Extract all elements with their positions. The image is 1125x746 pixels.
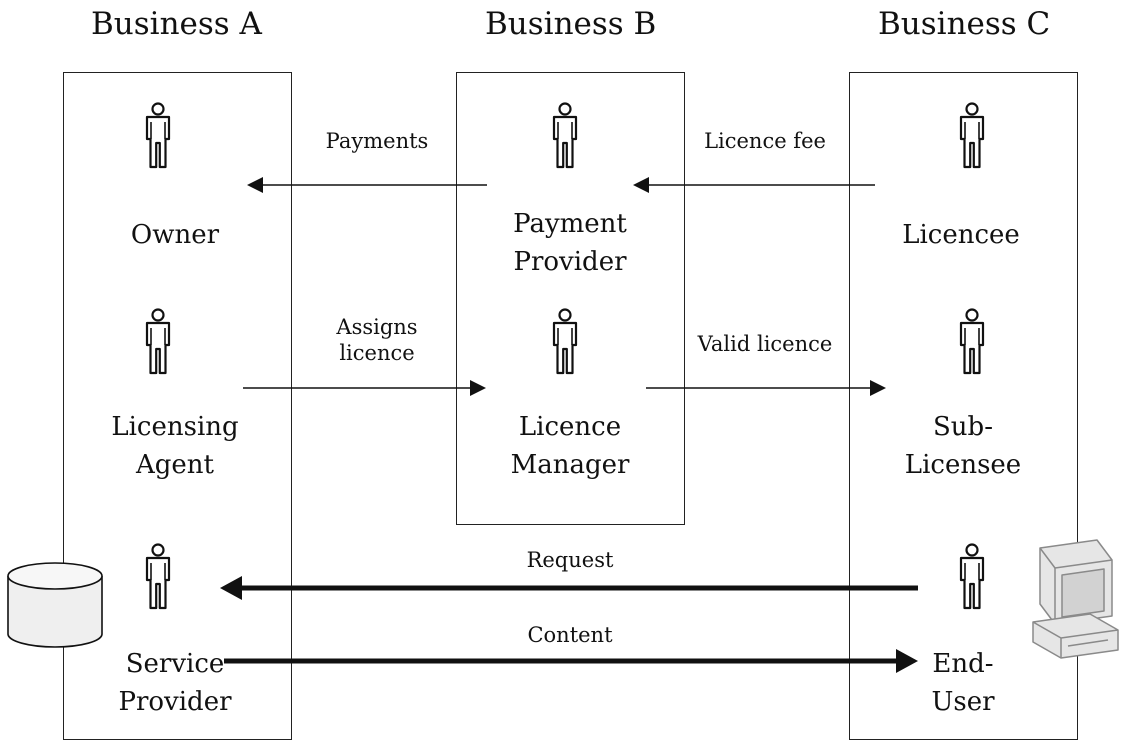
owner-person-icon xyxy=(145,102,171,169)
valid-licence-arrow xyxy=(646,380,886,396)
content-arrow xyxy=(224,649,918,673)
licence-manager-label: Licence Manager xyxy=(495,408,645,484)
sub-licensee-label: Sub- Licensee xyxy=(888,408,1038,484)
owner-label: Owner xyxy=(130,220,220,250)
licence-fee-label: Licence fee xyxy=(704,129,826,153)
payment-provider-person-icon xyxy=(552,102,578,169)
licencee-person-icon xyxy=(959,102,985,169)
service-provider-person-icon xyxy=(145,543,171,610)
payment-provider-line1: Payment xyxy=(513,209,627,239)
end-user-label: End- User xyxy=(903,645,1023,721)
licence-manager-line2: Manager xyxy=(510,450,630,480)
service-provider-label: Service Provider xyxy=(100,645,250,721)
end-user-line1: End- xyxy=(932,649,994,679)
licence-manager-line1: Licence xyxy=(518,412,622,442)
sub-licensee-line1: Sub- xyxy=(933,412,993,442)
request-arrow xyxy=(220,576,918,600)
licence-manager-person-icon xyxy=(552,308,578,375)
business-c-title: Business C xyxy=(878,6,1051,42)
business-a-title: Business A xyxy=(91,6,262,42)
sub-licensee-line2: Licensee xyxy=(904,450,1022,480)
assigns-licence-label: Assigns licence xyxy=(312,314,442,366)
licence-fee-arrow xyxy=(633,177,875,193)
assigns-licence-line2: licence xyxy=(339,341,415,365)
end-user-line2: User xyxy=(931,687,995,717)
service-provider-line2: Provider xyxy=(118,687,232,717)
content-label: Content xyxy=(527,623,613,647)
service-provider-line1: Service xyxy=(125,649,225,679)
database-icon xyxy=(7,562,103,648)
computer-icon xyxy=(1032,539,1119,659)
licensing-agent-line1: Licensing xyxy=(111,412,239,442)
payment-provider-label: Payment Provider xyxy=(495,205,645,281)
end-user-person-icon xyxy=(959,543,985,610)
business-b-title: Business B xyxy=(485,6,657,42)
licensing-agent-label: Licensing Agent xyxy=(100,408,250,484)
payments-arrow xyxy=(247,177,487,193)
licensing-agent-line2: Agent xyxy=(136,450,214,480)
assigns-licence-arrow xyxy=(243,380,486,396)
licensing-agent-person-icon xyxy=(145,308,171,375)
payment-provider-line2: Provider xyxy=(513,247,627,277)
assigns-licence-line1: Assigns xyxy=(336,315,418,339)
valid-licence-label: Valid licence xyxy=(697,332,833,356)
payments-label: Payments xyxy=(325,129,429,153)
licencee-label: Licencee xyxy=(902,220,1020,250)
sub-licensee-person-icon xyxy=(959,308,985,375)
request-label: Request xyxy=(526,548,614,572)
